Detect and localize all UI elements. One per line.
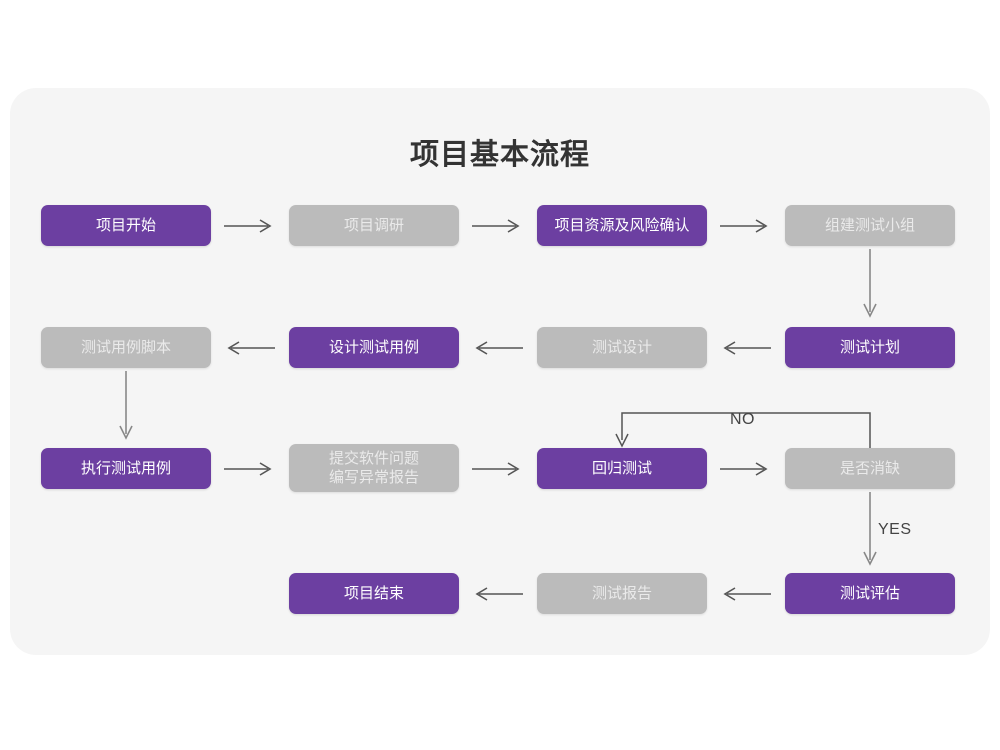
- node-project-end[interactable]: 项目结束: [289, 573, 459, 614]
- node-label: 项目资源及风险确认: [554, 217, 690, 234]
- arrow-right-1: [222, 216, 277, 236]
- edge-label-no: NO: [730, 411, 755, 428]
- arrow-left-1: [222, 338, 277, 358]
- node-defect-resolved-decision[interactable]: 是否消缺: [785, 448, 955, 489]
- node-label: 回归测试: [591, 460, 652, 477]
- node-label-line1: 提交软件问题: [328, 450, 419, 467]
- node-label: 组建测试小组: [824, 217, 915, 234]
- node-test-plan[interactable]: 测试计划: [785, 327, 955, 368]
- node-test-evaluation[interactable]: 测试评估: [785, 573, 955, 614]
- node-label: 测试设计: [591, 339, 652, 356]
- node-label: 项目开始: [95, 217, 156, 234]
- arrow-left-2: [470, 338, 525, 358]
- node-label: 项目调研: [343, 217, 404, 234]
- arrow-right-5: [470, 459, 525, 479]
- loop-no-path: [612, 408, 882, 452]
- node-label: 项目结束: [343, 585, 404, 602]
- arrow-down-team-to-plan: [860, 249, 880, 323]
- node-label: 测试评估: [839, 585, 900, 602]
- node-label: 执行测试用例: [80, 460, 171, 477]
- arrow-down-yes: [860, 492, 880, 572]
- node-label: 测试报告: [591, 585, 652, 602]
- node-regression-test[interactable]: 回归测试: [537, 448, 707, 489]
- arrow-right-3: [718, 216, 773, 236]
- node-resource-risk-confirm[interactable]: 项目资源及风险确认: [537, 205, 707, 246]
- node-test-case-script[interactable]: 测试用例脚本: [41, 327, 211, 368]
- arrow-left-4: [470, 584, 525, 604]
- arrow-left-3: [718, 338, 773, 358]
- node-label: 设计测试用例: [328, 339, 419, 356]
- arrow-down-script-to-execute: [116, 371, 136, 445]
- node-build-test-team[interactable]: 组建测试小组: [785, 205, 955, 246]
- node-submit-issue-report[interactable]: 提交软件问题 编写异常报告: [289, 444, 459, 492]
- node-project-research[interactable]: 项目调研: [289, 205, 459, 246]
- flowchart-card: [10, 88, 990, 655]
- page-title: 项目基本流程: [409, 139, 590, 171]
- edge-label-yes: YES: [878, 521, 912, 538]
- node-execute-test-cases[interactable]: 执行测试用例: [41, 448, 211, 489]
- arrow-right-4: [222, 459, 277, 479]
- node-design-test-cases[interactable]: 设计测试用例: [289, 327, 459, 368]
- node-label: 测试计划: [839, 339, 900, 356]
- node-test-report[interactable]: 测试报告: [537, 573, 707, 614]
- arrow-right-2: [470, 216, 525, 236]
- node-label: 测试用例脚本: [80, 339, 171, 356]
- node-test-design[interactable]: 测试设计: [537, 327, 707, 368]
- node-project-start[interactable]: 项目开始: [41, 205, 211, 246]
- node-label-line2: 编写异常报告: [328, 469, 419, 486]
- arrow-right-6: [718, 459, 773, 479]
- node-label: 是否消缺: [839, 460, 900, 477]
- arrow-left-5: [718, 584, 773, 604]
